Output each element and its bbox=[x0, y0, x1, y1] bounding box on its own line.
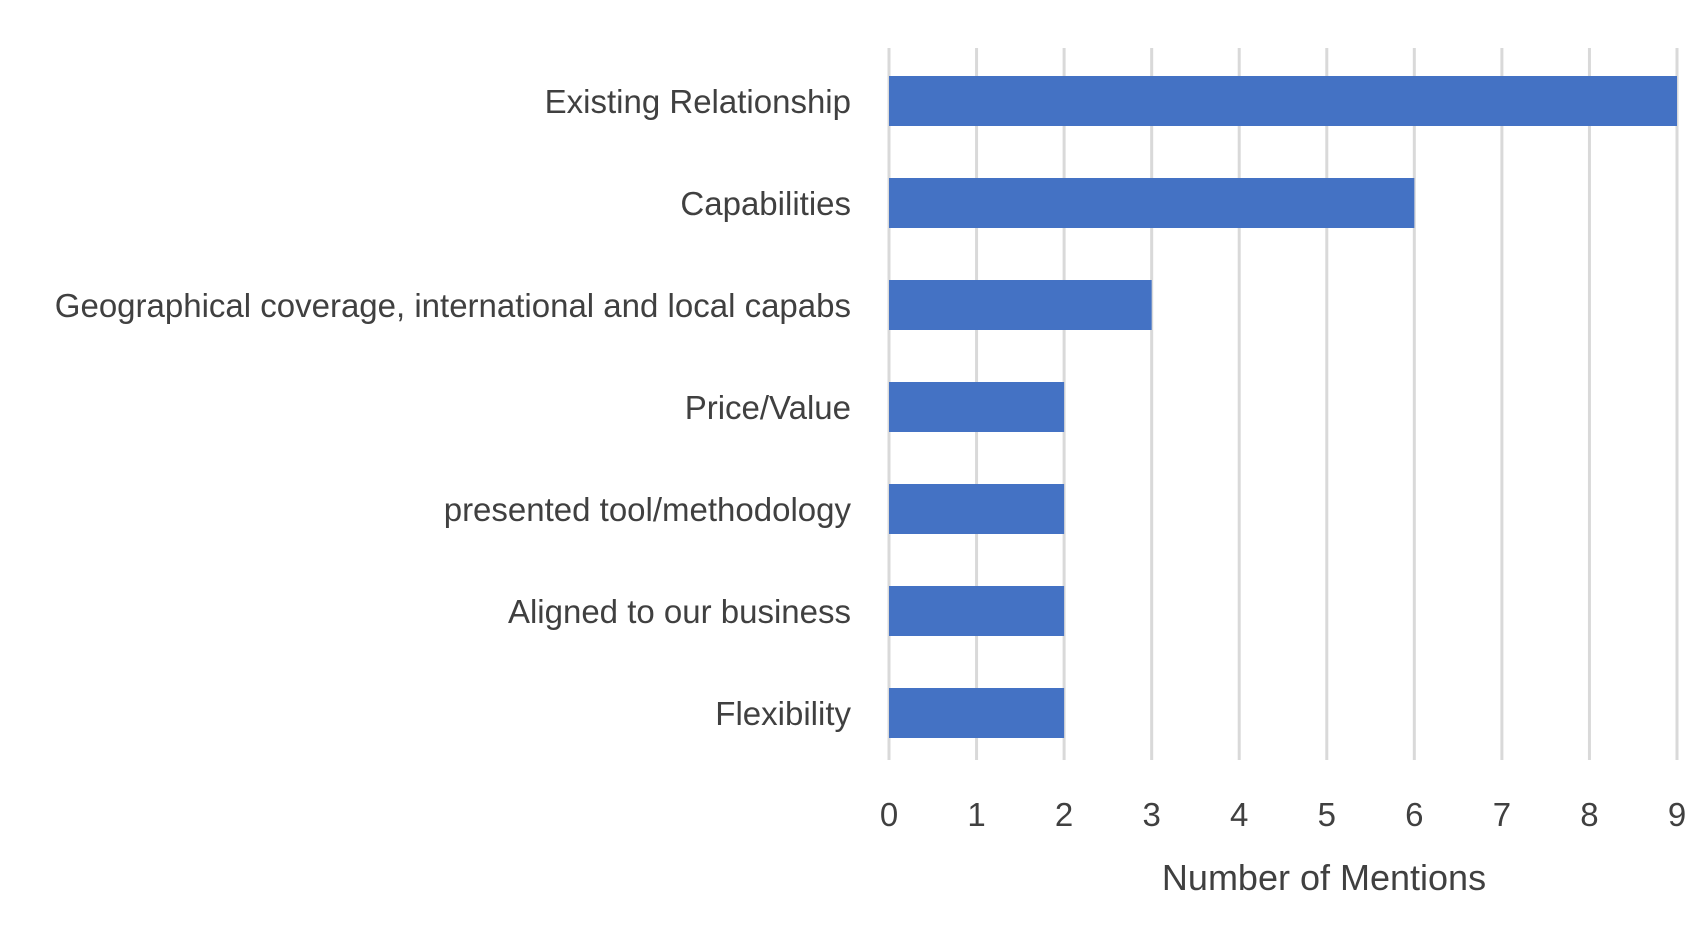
x-tick-label: 7 bbox=[1493, 796, 1511, 833]
bar bbox=[889, 178, 1415, 228]
x-tick-label: 6 bbox=[1405, 796, 1423, 833]
bar bbox=[889, 280, 1152, 330]
category-label: presented tool/methodology bbox=[444, 491, 852, 528]
category-labels: Existing RelationshipCapabilitiesGeograp… bbox=[55, 83, 852, 732]
x-tick-label: 1 bbox=[967, 796, 985, 833]
gridlines bbox=[887, 48, 1679, 760]
category-label: Capabilities bbox=[680, 185, 851, 222]
x-tick-label: 0 bbox=[880, 796, 898, 833]
x-tick-labels: 0 1 2 3 4 5 6 7 8 9 bbox=[880, 796, 1686, 833]
bars bbox=[889, 76, 1677, 738]
x-tick-label: 2 bbox=[1055, 796, 1073, 833]
x-tick-label: 4 bbox=[1230, 796, 1248, 833]
x-tick-label: 3 bbox=[1142, 796, 1160, 833]
category-label: Price/Value bbox=[685, 389, 851, 426]
bar bbox=[889, 586, 1065, 636]
bar bbox=[889, 382, 1065, 432]
category-label: Aligned to our business bbox=[508, 593, 851, 630]
x-tick-label: 9 bbox=[1668, 796, 1686, 833]
category-label: Flexibility bbox=[715, 695, 851, 732]
bar bbox=[889, 484, 1065, 534]
bar bbox=[889, 688, 1065, 738]
category-label: Geographical coverage, international and… bbox=[55, 287, 851, 324]
x-tick-label: 8 bbox=[1580, 796, 1598, 833]
x-axis-title: Number of Mentions bbox=[1162, 857, 1486, 898]
bar bbox=[889, 76, 1677, 126]
x-tick-label: 5 bbox=[1318, 796, 1336, 833]
category-label: Existing Relationship bbox=[545, 83, 851, 120]
